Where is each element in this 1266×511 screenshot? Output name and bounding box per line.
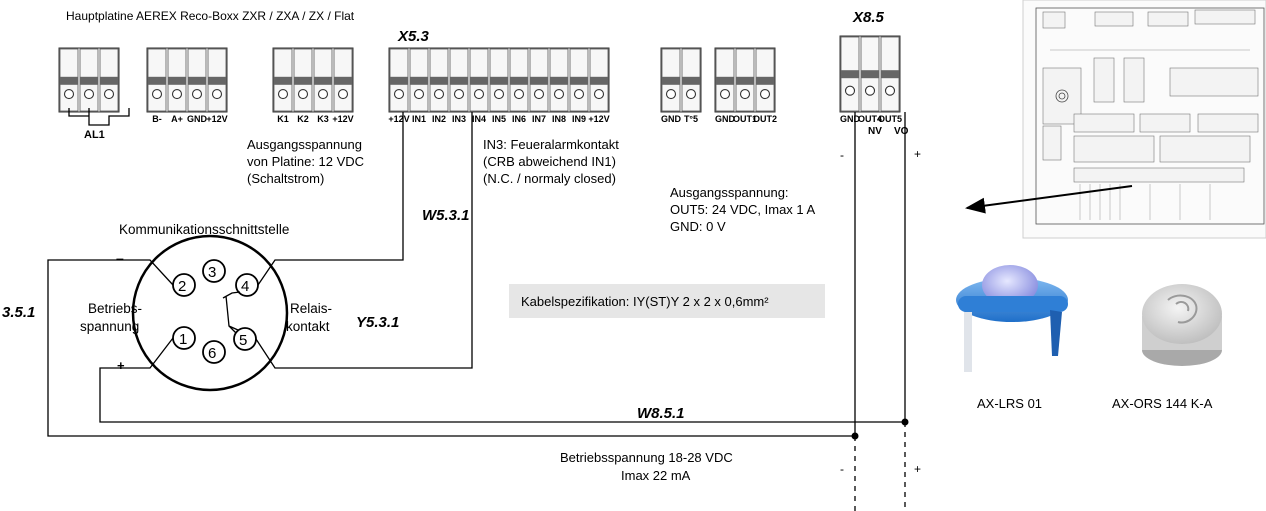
sensor-plus-sign: +	[117, 358, 125, 373]
board-title: Hauptplatine AEREX Reco-Boxx ZXR / ZXA /…	[66, 9, 355, 23]
terminal-group-k: K1 K2 K3+12V	[272, 47, 354, 124]
x85-nv-label: NV	[868, 126, 882, 137]
terminal-label: K1	[277, 114, 289, 124]
cable-spec-box	[509, 284, 825, 318]
al1-bridge	[68, 108, 130, 126]
connector-label-x53: X5.3	[397, 28, 430, 45]
polarity-minus-top: -	[840, 148, 844, 162]
terminal-label: +12V	[588, 114, 609, 124]
sensor-betriebs-2: spannung	[80, 319, 139, 334]
terminal-label: IN9	[572, 114, 586, 124]
note-out5-2: OUT5: 24 VDC, Imax 1 A	[670, 202, 816, 217]
sensor-pin-4: 4	[241, 278, 249, 295]
thumbnail-arrow	[965, 185, 1133, 214]
terminal-label: IN1	[412, 114, 426, 124]
terminal-label: IN2	[432, 114, 446, 124]
polarity-plus-bottom: +	[914, 462, 921, 476]
sensor-title: Kommunikationsschnittstelle	[119, 222, 289, 237]
relay-switch-symbol	[222, 291, 241, 334]
terminal-label: IN3	[452, 114, 466, 124]
terminal-label: GND	[840, 114, 861, 124]
terminal-label: A+	[171, 114, 183, 124]
terminal-label: K3	[317, 114, 329, 124]
sensor-pin-3: 3	[208, 264, 216, 281]
note-in3-3: (N.C. / normaly closed)	[483, 171, 616, 186]
terminal-label: OUT2	[753, 114, 777, 124]
terminal-label: +12V	[332, 114, 353, 124]
device-ors-image	[1142, 284, 1222, 366]
connector-label-x85: X8.5	[852, 9, 885, 26]
note-betrieb-1: Betriebsspannung 18-28 VDC	[560, 450, 733, 465]
device-ors-label: AX-ORS 144 K-A	[1112, 396, 1213, 411]
note-ausgang-3: (Schaltstrom)	[247, 171, 324, 186]
terminal-label: GND	[187, 114, 208, 124]
wire-label-w531: W5.3.1	[422, 207, 470, 224]
terminal-label: +12V	[388, 114, 409, 124]
polarity-minus-bottom: -	[840, 462, 844, 476]
note-out5-1: Ausgangsspannung:	[670, 185, 789, 200]
terminal-label: IN6	[512, 114, 526, 124]
terminal-label: GND	[661, 114, 682, 124]
wire-label-w851: W8.5.1	[637, 405, 685, 422]
cable-spec-text: Kabelspezifikation: IY(ST)Y 2 x 2 x 0,6m…	[521, 294, 769, 309]
board-thumbnail	[1022, 0, 1266, 239]
terminal-label: T°5	[684, 114, 698, 124]
al1-label: AL1	[84, 129, 105, 141]
terminal-label: IN7	[532, 114, 546, 124]
device-lrs-label: AX-LRS 01	[977, 396, 1042, 411]
terminal-group-al1	[58, 47, 120, 113]
terminal-group-bus: B- A+ GND+12V	[146, 47, 228, 124]
note-in3-1: IN3: Feueralarmkontakt	[483, 137, 619, 152]
note-betrieb-2: Imax 22 mA	[621, 468, 691, 483]
wires	[47, 112, 909, 511]
polarity-plus-top: +	[914, 147, 921, 161]
wire-label-y531: Y5.3.1	[356, 314, 399, 331]
sensor-pin-2: 2	[178, 278, 186, 295]
sensor-pin-1: 1	[179, 331, 187, 348]
terminal-label: IN4	[472, 114, 486, 124]
device-lrs-image	[956, 265, 1068, 372]
sensor-pin-6: 6	[208, 345, 216, 362]
terminal-label: K2	[297, 114, 309, 124]
note-ausgang-1: Ausgangsspannung	[247, 137, 362, 152]
note-ausgang-2: von Platine: 12 VDC	[247, 154, 364, 169]
terminal-label: IN8	[552, 114, 566, 124]
sensor-relais-1: Relais-	[290, 301, 332, 316]
sensor-pin-5: 5	[239, 332, 247, 349]
note-out5-3: GND: 0 V	[670, 219, 726, 234]
wire-label-left: 3.5.1	[2, 304, 35, 321]
terminal-label: OUT4	[858, 114, 882, 124]
terminal-label: OUT1	[733, 114, 757, 124]
sensor-relais-2: kontakt	[286, 319, 330, 334]
terminal-label: GND	[715, 114, 736, 124]
sensor-betriebs-1: Betriebs-	[88, 301, 142, 316]
sensor-connector-circle	[131, 234, 289, 392]
note-in3-2: (CRB abweichend IN1)	[483, 154, 616, 169]
x85-vo-label: VO	[894, 126, 909, 137]
terminal-label: +12V	[206, 114, 227, 124]
terminal-label: IN5	[492, 114, 506, 124]
terminal-label: B-	[152, 114, 162, 124]
terminal-label: OUT5	[878, 114, 902, 124]
sensor-minus-sign: –	[116, 250, 124, 266]
